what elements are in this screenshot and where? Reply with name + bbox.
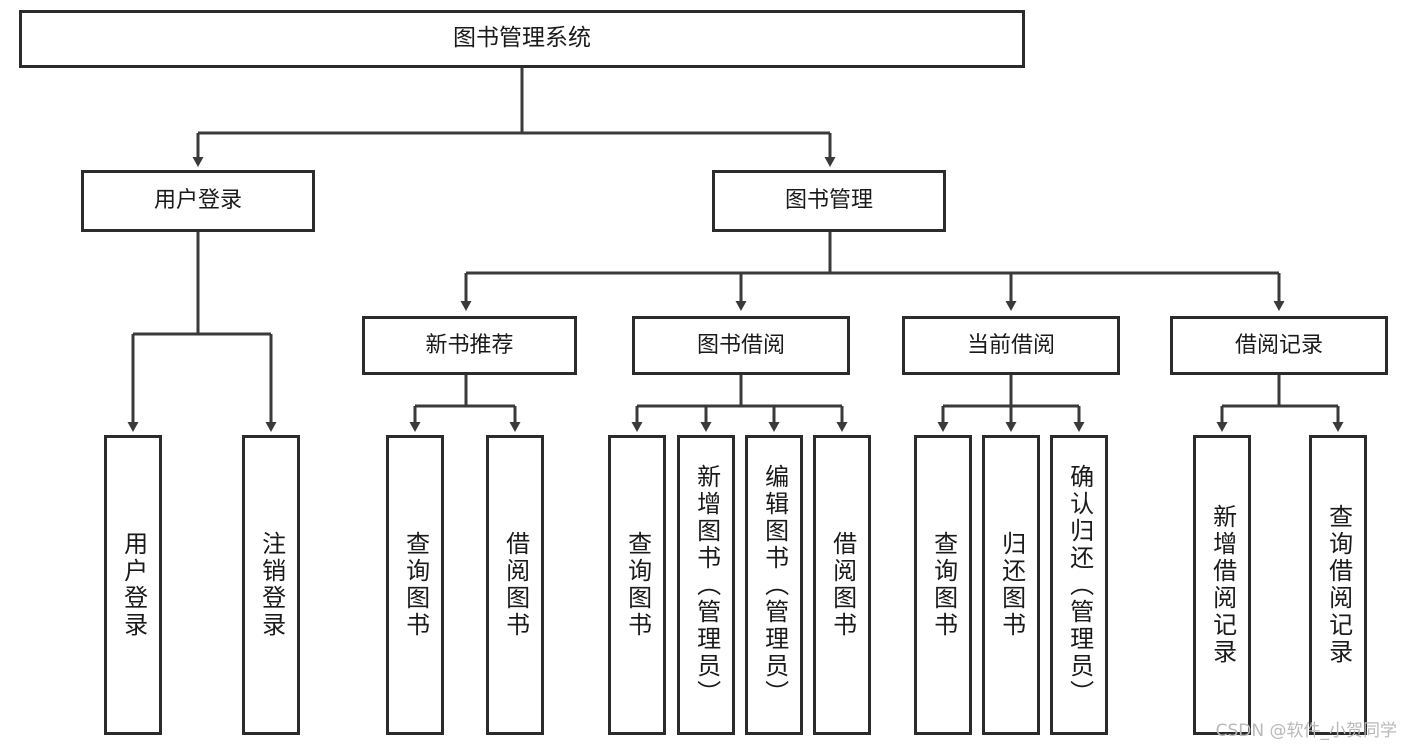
node-label: 图书借阅 xyxy=(696,332,785,358)
leaf-user-login-login[interactable]: 用户登录 xyxy=(104,435,162,735)
leaf-records-query-record[interactable]: 查询借阅记录 xyxy=(1309,435,1367,735)
node-label: 当前借阅 xyxy=(966,332,1055,358)
node-label: 查询图书 xyxy=(929,531,958,639)
node-root-book-management-system[interactable]: 图书管理系统 xyxy=(19,10,1025,68)
node-label: 新增图书（管理员） xyxy=(692,463,721,707)
leaf-current-return-book[interactable]: 归还图书 xyxy=(982,435,1040,735)
node-label: 图书管理 xyxy=(784,188,873,214)
leaf-recommend-borrow-book[interactable]: 借阅图书 xyxy=(486,435,544,735)
node-book-management[interactable]: 图书管理 xyxy=(712,170,946,232)
node-label: 编辑图书（管理员） xyxy=(760,463,789,707)
leaf-borrow-query-book[interactable]: 查询图书 xyxy=(608,435,666,735)
leaf-recommend-query-book[interactable]: 查询图书 xyxy=(386,435,444,735)
node-label: 借阅记录 xyxy=(1234,332,1323,358)
node-label: 查询图书 xyxy=(623,531,652,639)
leaf-current-confirm-return-admin[interactable]: 确认归还（管理员） xyxy=(1050,435,1108,735)
node-new-book-recommend[interactable]: 新书推荐 xyxy=(362,316,577,375)
node-label: 新书推荐 xyxy=(425,332,514,358)
leaf-user-login-logout[interactable]: 注销登录 xyxy=(242,435,300,735)
node-current-borrow[interactable]: 当前借阅 xyxy=(902,316,1120,375)
node-user-login[interactable]: 用户登录 xyxy=(81,170,315,232)
node-label: 用户登录 xyxy=(153,188,242,214)
node-label: 借阅图书 xyxy=(501,531,530,639)
leaf-borrow-borrow-book[interactable]: 借阅图书 xyxy=(813,435,871,735)
node-label: 注销登录 xyxy=(257,531,286,639)
node-label: 查询图书 xyxy=(401,531,430,639)
leaf-borrow-add-book-admin[interactable]: 新增图书（管理员） xyxy=(677,435,735,735)
node-label: 用户登录 xyxy=(119,531,148,639)
node-label: 查询借阅记录 xyxy=(1324,504,1353,666)
leaf-records-add-record[interactable]: 新增借阅记录 xyxy=(1193,435,1251,735)
node-label: 归还图书 xyxy=(997,531,1026,639)
node-label: 确认归还（管理员） xyxy=(1065,463,1094,707)
node-label: 借阅图书 xyxy=(828,531,857,639)
node-borrow-records[interactable]: 借阅记录 xyxy=(1170,316,1388,375)
node-label: 新增借阅记录 xyxy=(1208,504,1237,666)
leaf-borrow-edit-book-admin[interactable]: 编辑图书（管理员） xyxy=(745,435,803,735)
leaf-current-query-book[interactable]: 查询图书 xyxy=(914,435,972,735)
node-label: 图书管理系统 xyxy=(453,25,591,52)
node-book-borrow[interactable]: 图书借阅 xyxy=(632,316,850,375)
